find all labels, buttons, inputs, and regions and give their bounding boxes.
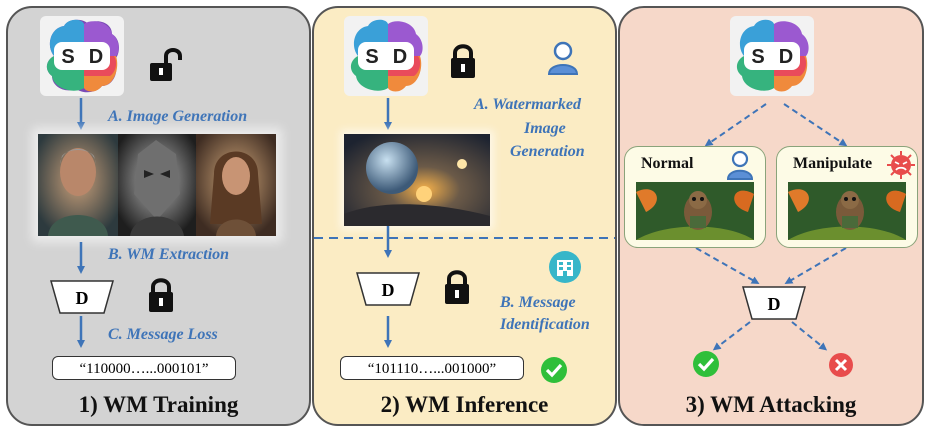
- manipulated-image: [788, 182, 906, 240]
- arrow-icon: [77, 242, 85, 274]
- manipulate-label: Manipulate: [793, 155, 873, 172]
- message-box: “101110…...001000”: [340, 356, 524, 380]
- user-icon: [547, 41, 579, 75]
- divider-dashed: [314, 237, 615, 239]
- normal-label: Normal: [641, 155, 694, 172]
- check-icon: [541, 357, 567, 383]
- sd-logo-icon: S D: [730, 16, 814, 96]
- step-b-label-2: Identification: [500, 316, 590, 333]
- decoder-block: D: [356, 272, 420, 306]
- generated-images: [38, 134, 276, 236]
- step-c-label: C. Message Loss: [108, 326, 218, 343]
- step-a-label-2: Image: [524, 120, 566, 137]
- decoder-block: D: [50, 280, 114, 314]
- arrow-icon: [77, 316, 85, 348]
- normal-image: [636, 182, 754, 240]
- step-a-label: A. Image Generation: [108, 108, 248, 125]
- unlock-icon: [150, 48, 182, 81]
- decoder-block: D: [742, 286, 806, 320]
- decoder-label: D: [768, 294, 781, 314]
- sd-logo-s: S: [365, 46, 378, 68]
- panel-title: 2) WM Inference: [380, 392, 549, 417]
- arrow-icon: [384, 98, 392, 130]
- watermarked-image: [344, 134, 490, 226]
- arrow-icon: [384, 226, 392, 258]
- arrow-icon: [77, 98, 85, 130]
- sd-logo-icon: S D: [40, 16, 124, 96]
- check-icon: [693, 351, 719, 377]
- message-box: “110000…...000101”: [52, 356, 236, 380]
- decoder-label: D: [382, 280, 395, 300]
- panel-title: 3) WM Attacking: [685, 392, 857, 417]
- sd-logo-d: D: [89, 46, 103, 68]
- lock-icon: [451, 44, 475, 78]
- virus-icon: [887, 151, 915, 179]
- sd-logo-d: D: [779, 46, 793, 68]
- sd-logo-s: S: [751, 46, 764, 68]
- step-b-label-1: B. Message: [500, 294, 576, 311]
- decoder-label: D: [76, 288, 89, 308]
- sd-logo-icon: S D: [344, 16, 428, 96]
- sd-logo-d: D: [393, 46, 407, 68]
- arrow-icon: [384, 316, 392, 348]
- sd-logo-s: S: [61, 46, 74, 68]
- building-icon: [549, 251, 581, 283]
- flow-arrows: [695, 103, 848, 351]
- step-b-label: B. WM Extraction: [108, 246, 230, 263]
- lock-icon: [445, 270, 469, 304]
- cross-icon: [829, 353, 853, 377]
- lock-icon: [149, 278, 173, 312]
- user-icon: [726, 150, 754, 180]
- step-a-label-1: A. Watermarked: [474, 96, 581, 113]
- panel-title: 1) WM Training: [78, 392, 239, 417]
- step-a-label-3: Generation: [510, 143, 585, 160]
